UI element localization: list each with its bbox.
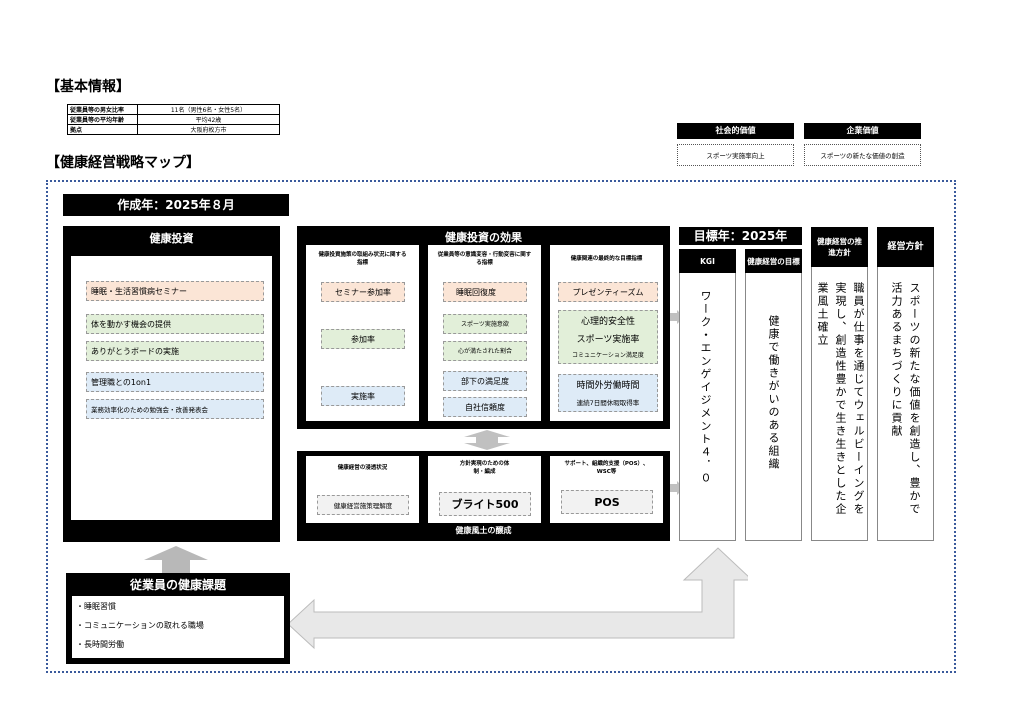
row-value: 大阪府枚方市 <box>137 124 280 135</box>
target-year: 目標年：2025年 <box>679 227 802 245</box>
up-arrow-icon <box>144 546 208 574</box>
investment-item: ありがとうボードの実施 <box>86 341 264 361</box>
effects-col2-item: スポーツ実施意欲 <box>443 314 527 334</box>
goal-text: 健康で働きがいのある組織 <box>767 315 780 471</box>
investment-title: 健康投資 <box>149 232 194 245</box>
social-value-head: 社会的価値 <box>677 123 794 139</box>
culture-col2-head: 方針実現のための体制・編成 <box>459 461 510 475</box>
effects-col2-head: 従業員等の意識変容・行動変容に関する指標 <box>437 252 532 266</box>
kgi-head: KGI <box>679 249 736 273</box>
culture-col3-item: POS <box>561 490 653 514</box>
issues-body <box>72 596 284 658</box>
culture-col1-item: 健康経営施策理解度 <box>317 495 409 515</box>
row-value: 11名（男性6名・女性5名） <box>137 104 280 115</box>
effects-col3-item: スポーツ実施率 <box>576 335 640 345</box>
effects-col2-item: 睡眠回復度 <box>443 282 527 302</box>
goal-head: 健康経営の目標 <box>745 249 802 273</box>
effects-col3-group <box>558 374 658 412</box>
investment-item: 睡眠・生活習慣病セミナー <box>86 281 264 301</box>
effects-col1-item: 参加率 <box>321 329 405 349</box>
corporate-value-body: スポーツの新たな価値の創造 <box>804 144 921 166</box>
culture-col3-head: サポート、組織的支援（POS）、WSC等 <box>564 461 649 475</box>
policy-head: 経営方針 <box>877 227 934 267</box>
effects-col3-item: 時間外労働時間 <box>576 381 640 391</box>
policy-text: スポーツの新たな価値を創造し、豊かで活力あるまちづくりに貢献 <box>890 282 921 516</box>
updown-arrow-icon <box>464 430 510 450</box>
culture-col1-head: 健康経営の浸透状況 <box>337 465 388 471</box>
row-label: 拠点 <box>67 124 138 135</box>
effects-col3-item: 心理的安全性 <box>580 317 635 327</box>
investment-item: 管理職との1on1 <box>86 372 264 392</box>
bent-arrow-icon <box>288 547 748 650</box>
corporate-value-head: 企業価値 <box>804 123 921 139</box>
effects-col3-item: プレゼンティーズム <box>558 282 658 302</box>
effects-col3-item: コミュニケーション満足度 <box>572 352 644 359</box>
map-title: 【健康経営戦略マップ】 <box>46 155 200 171</box>
culture-col2-item: ブライト500 <box>439 492 531 516</box>
issues-title: 従業員の健康課題 <box>129 578 226 592</box>
effects-col3-group <box>558 310 658 364</box>
social-value-body: スポーツ実施率向上 <box>677 144 794 166</box>
effects-col2-item: 心が満たされた割合 <box>443 341 527 361</box>
effects-col2-item: 部下の満足度 <box>443 371 527 391</box>
investment-item: 体を動かす機会の提供 <box>86 314 264 334</box>
issue-item: ・睡眠習慣 <box>76 602 116 611</box>
policy-box <box>877 227 934 541</box>
basic-info-title: 【基本情報】 <box>46 79 130 95</box>
effects-title: 健康投資の効果 <box>445 231 522 244</box>
map-frame <box>46 180 956 673</box>
row-label: 従業員等の平均年齢 <box>67 114 138 125</box>
promotion-text: 職員が仕事を通じてウェルビーイングを実現し、創造性豊かで生き生きとした企業風土確… <box>816 282 865 516</box>
row-value: 平均42歳 <box>137 114 280 125</box>
row-label: 従業員等の男女比率 <box>67 104 138 115</box>
effects-col1-item: セミナー参加率 <box>321 282 405 302</box>
kgi-box <box>679 249 736 541</box>
goal-box <box>745 249 802 541</box>
effects-col1-item: 実施率 <box>321 386 405 406</box>
effects-col3-item: 連続7日間休暇取得率 <box>576 399 640 407</box>
promotion-box <box>811 227 868 541</box>
issue-item: ・コミュニケーションの取れる職場 <box>76 621 204 630</box>
table-row: 従業員等の平均年齢平均42歳 <box>67 114 280 125</box>
created-year: 作成年：2025年８月 <box>63 194 289 216</box>
effects-col3-head: 健康関連の最終的な目標指標 <box>570 256 643 262</box>
promotion-head: 健康経営の推進方針 <box>811 227 868 267</box>
kgi-text: ワーク・エンゲイジメント４．０ <box>699 290 712 485</box>
investment-item: 業務効率化のための勉強会・改善発表会 <box>86 399 264 419</box>
effects-col2-item: 自社信頼度 <box>443 397 527 417</box>
issue-item: ・長時間労働 <box>76 640 124 649</box>
culture-footer: 健康風土の醸成 <box>455 526 512 535</box>
effects-col1-head: 健康投資施策の取組み状況に関する指標 <box>318 252 407 266</box>
table-row: 拠点大阪府枚方市 <box>67 124 280 135</box>
